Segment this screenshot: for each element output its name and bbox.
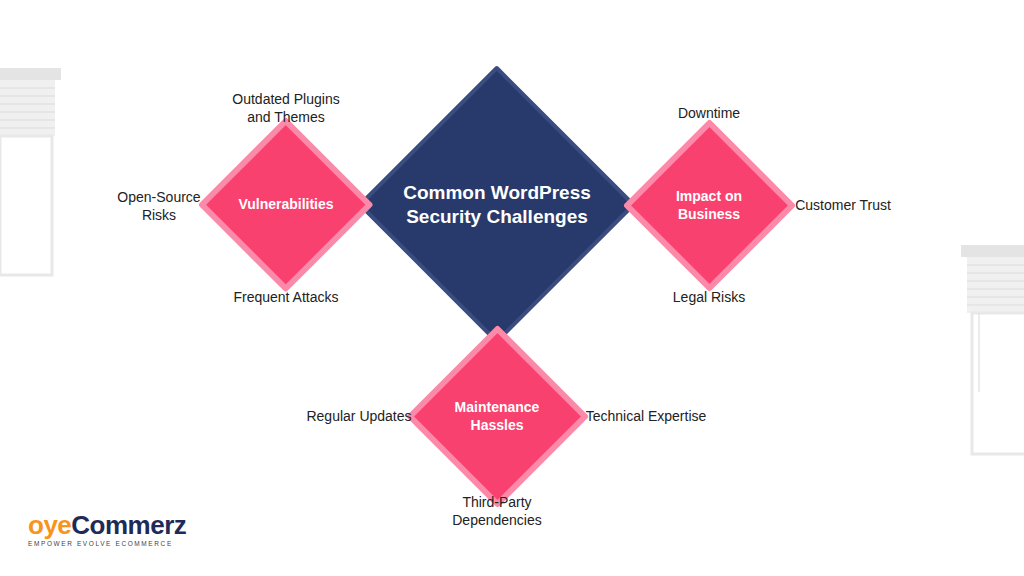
logo-tagline: EMPOWER EVOLVE ECOMMERCE: [28, 540, 186, 547]
left-blind: [0, 68, 61, 275]
category-diamond: Maintenance Hassles: [410, 329, 585, 504]
sub-item: Legal Risks: [673, 288, 745, 306]
logo-text: Commerz: [71, 510, 186, 540]
right-blind: [961, 245, 1024, 454]
sub-item: Frequent Attacks: [233, 288, 338, 306]
category-diamond: Vulnerabilities: [202, 121, 370, 289]
brand-logo: oyeCommerzEMPOWER EVOLVE ECOMMERCE: [28, 512, 186, 547]
logo-wordmark: oyeCommerz: [28, 512, 186, 538]
node-title: Common WordPress Security Challenges: [402, 181, 592, 229]
node-title: Maintenance Hassles: [447, 399, 547, 434]
main-diamond: Common WordPress Security Challenges: [360, 68, 634, 342]
node-title: Impact on Business: [664, 188, 754, 223]
sub-item: Technical Expertise: [586, 407, 707, 425]
category-diamond: Impact on Business: [627, 123, 792, 288]
sub-item: Downtime: [678, 104, 740, 122]
sub-item: Third-Party Dependencies: [442, 493, 552, 529]
logo-text: oye: [28, 510, 71, 540]
sub-item: Regular Updates: [306, 407, 411, 425]
node-title: Vulnerabilities: [231, 196, 341, 214]
sub-item: Open-Source Risks: [109, 188, 209, 224]
sub-item: Outdated Plugins and Themes: [226, 90, 346, 126]
diamond-outline: [360, 68, 634, 342]
sub-item: Customer Trust: [795, 196, 891, 214]
